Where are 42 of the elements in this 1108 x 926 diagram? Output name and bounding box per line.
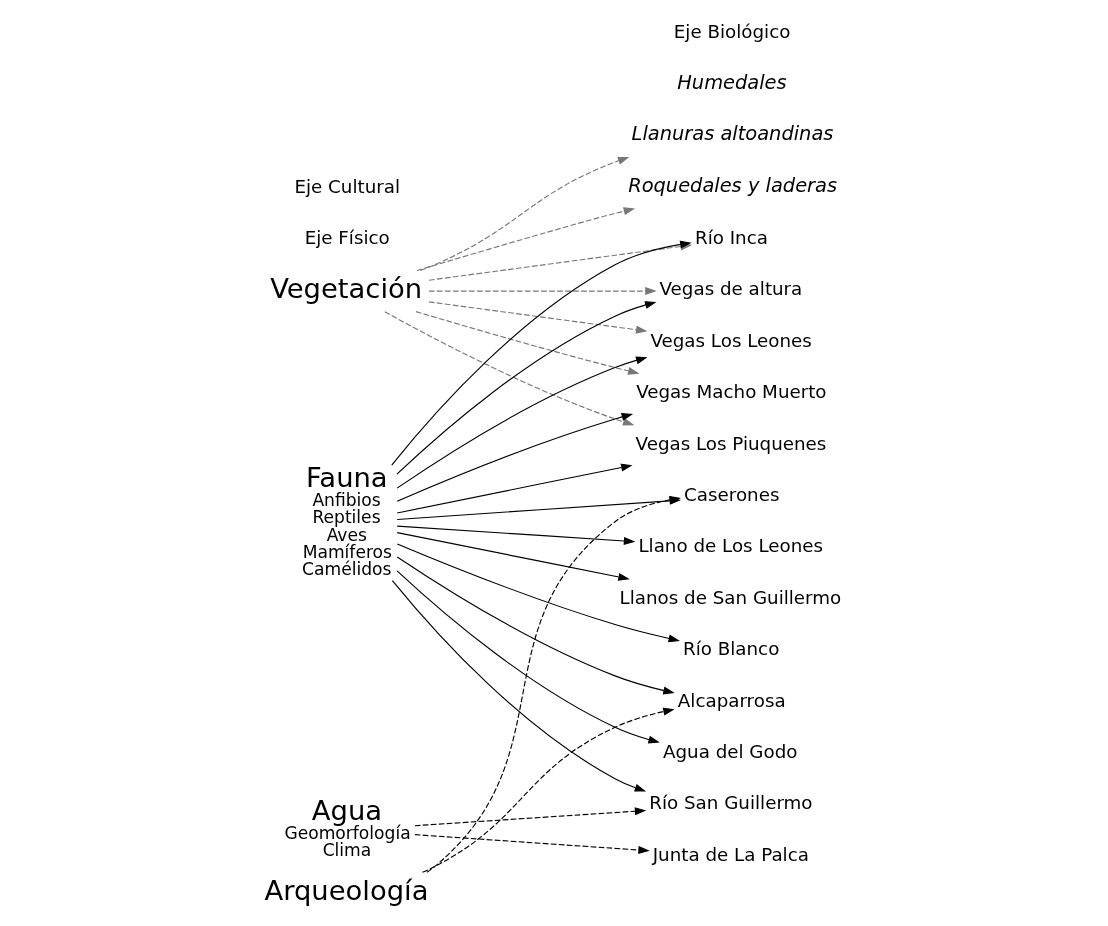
node-text: Río Blanco <box>682 637 779 659</box>
arrow <box>415 206 635 271</box>
node-text: Humedales <box>676 70 787 94</box>
arrow <box>395 300 656 475</box>
node-text: Vegas Macho Muerto <box>635 380 827 402</box>
arrow <box>427 286 657 295</box>
node-text: Alcaparrosa <box>677 689 786 711</box>
arrow <box>413 806 646 826</box>
node-text: Llanos de San Guillermo <box>619 586 841 608</box>
arrow <box>413 833 650 854</box>
node-text: Caserones <box>683 483 779 505</box>
arrow <box>427 300 647 334</box>
arrow <box>396 555 675 694</box>
arrow <box>419 156 629 271</box>
arrow <box>396 412 633 502</box>
node-text: Vegetación <box>269 272 422 304</box>
node-text: Fauna Anfibios Reptiles Aves Mamíferos Camélidos <box>301 461 392 579</box>
node-text: Llano de Los Leones <box>637 534 823 556</box>
arrow <box>396 463 633 514</box>
node-text: Arqueología <box>263 874 428 906</box>
arrow <box>396 569 660 743</box>
arrow <box>396 525 635 545</box>
node-text: Roquedales y laderas <box>627 173 837 197</box>
node-text: Agua del Godo <box>662 740 797 762</box>
arrow <box>396 542 680 642</box>
node-text: Vegas Los Leones <box>649 329 812 351</box>
node-text: Agua Geomorfología Clima <box>283 794 411 860</box>
node-text: Río San Guillermo <box>648 791 813 813</box>
arrow <box>421 707 675 873</box>
arrow <box>383 310 634 426</box>
node-text: Llanuras altoandinas <box>631 121 833 145</box>
node-text: Vegas Los Piuquenes <box>635 432 826 454</box>
label: Eje Cultural <box>293 175 400 197</box>
arrow <box>391 579 646 792</box>
label: Eje Físico <box>304 226 390 248</box>
node-text: Río Inca <box>694 226 768 248</box>
node-text: Junta de La Palca <box>652 843 809 865</box>
node-text: Vegas de altura <box>659 277 802 299</box>
label: Eje Biológico <box>673 20 790 42</box>
arrow <box>414 310 639 375</box>
arrow <box>396 355 647 489</box>
arrow <box>396 531 630 581</box>
